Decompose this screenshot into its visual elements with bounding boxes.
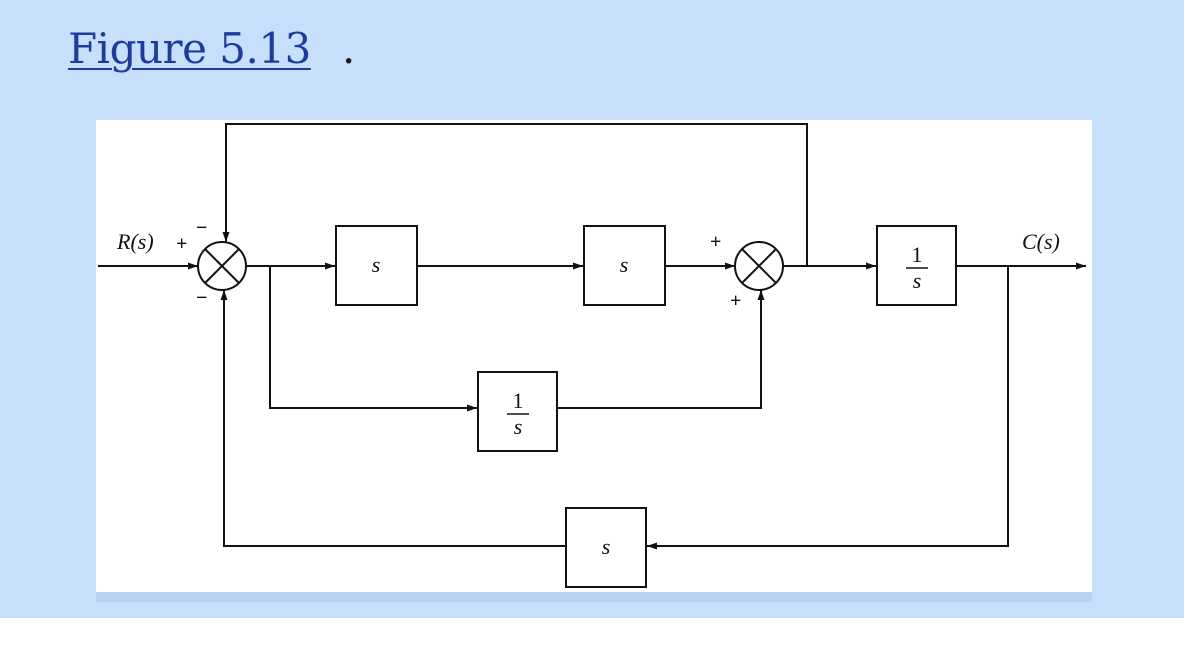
parallel-to-sj2-line	[557, 290, 765, 409]
bottom-feedback-line	[647, 266, 1009, 550]
block-feedback-label: s	[602, 534, 611, 559]
block-output	[876, 225, 957, 306]
diagram-shadow	[96, 592, 1092, 602]
block-forward-2	[583, 225, 666, 306]
title-period: .	[342, 24, 356, 73]
sj1-top-sign: −	[196, 217, 207, 239]
block-forward-2-label: s	[620, 252, 629, 277]
input-label: R(s)	[116, 229, 154, 254]
block-forward-1	[335, 225, 418, 306]
block-parallel	[477, 371, 558, 452]
block-forward-1-label: s	[372, 252, 381, 277]
figure-title-link[interactable]: Figure 5.13	[68, 24, 311, 73]
sj2-bottom-sign: +	[730, 290, 741, 312]
sj2-left-sign: +	[710, 231, 721, 253]
summing-junction-1	[197, 241, 247, 291]
output-block-denominator: s	[913, 268, 922, 293]
top-feedback-line	[222, 123, 808, 266]
sj1-bottom-sign: −	[196, 287, 207, 309]
feedback-to-sj1-line	[220, 290, 566, 547]
output-label: C(s)	[1022, 229, 1060, 254]
parallel-branch-line	[269, 266, 477, 412]
summing-junction-2	[734, 241, 784, 291]
parallel-block-numerator: 1	[513, 388, 524, 413]
block-feedback	[565, 507, 647, 588]
output-block-numerator: 1	[912, 242, 923, 267]
sj1-input-sign: +	[176, 233, 187, 255]
parallel-block-denominator: s	[514, 414, 523, 439]
